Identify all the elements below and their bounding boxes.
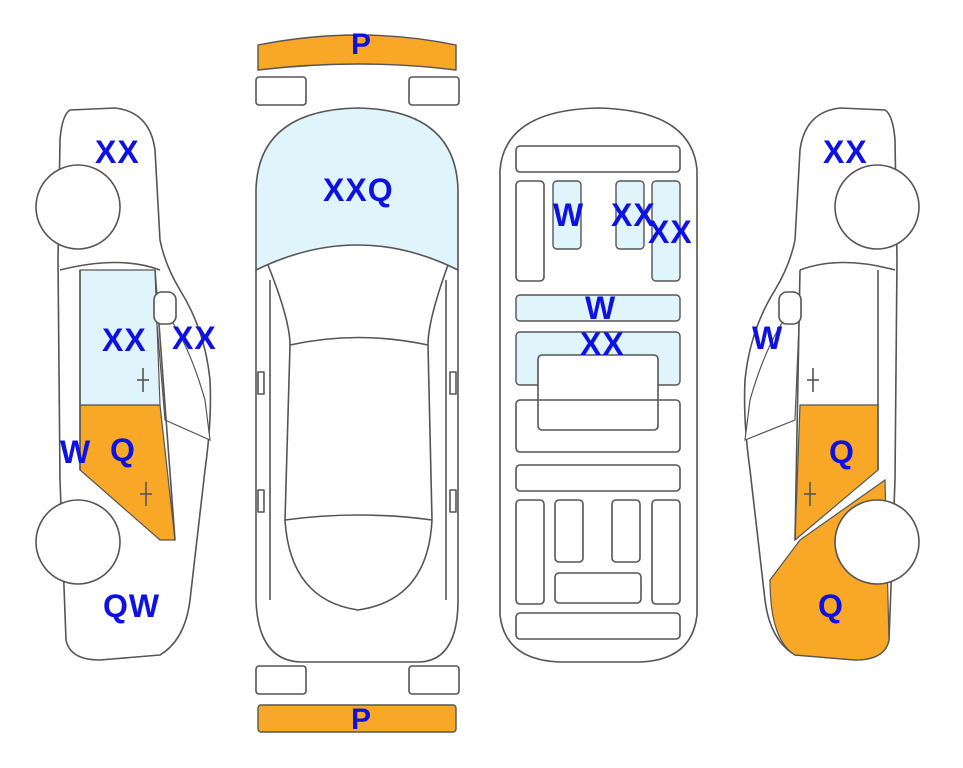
right-front-door-label: Q (829, 436, 855, 468)
top-rear-left-light (256, 666, 306, 694)
left-pillar-label: W (60, 436, 91, 468)
top-rear-bumper-label: P (351, 705, 372, 735)
underbody-panel-e-label: XX (580, 328, 625, 360)
underbody-view (500, 108, 697, 662)
top-front-right-light (409, 77, 459, 105)
left-front-wheel (36, 165, 120, 249)
underbody-panel-a-label: W (553, 199, 584, 231)
right-rear-wheel (835, 500, 919, 584)
top-front-bumper-label: P (351, 30, 372, 60)
left-front-fender-label: QW (103, 590, 160, 622)
top-view (256, 35, 459, 732)
underbody-panel-d-label: W (585, 292, 616, 324)
top-hood-label: XXQ (323, 174, 394, 206)
top-rear-right-light (409, 666, 459, 694)
right-rear-quarter-label: Q (818, 590, 844, 622)
left-front-door-label: Q (110, 434, 136, 466)
right-side-view (745, 108, 919, 660)
left-side-view (36, 108, 210, 660)
left-window-label: XX (172, 322, 217, 354)
underbody-panel-c-label: XX (648, 216, 693, 248)
left-rear-door-label: XX (102, 324, 147, 356)
right-front-wheel (835, 165, 919, 249)
left-rear-wheel (36, 500, 120, 584)
top-front-left-light (256, 77, 306, 105)
right-hood-label: XX (823, 136, 868, 168)
left-hood-label: XX (95, 136, 140, 168)
right-pillar-label: W (752, 322, 783, 354)
